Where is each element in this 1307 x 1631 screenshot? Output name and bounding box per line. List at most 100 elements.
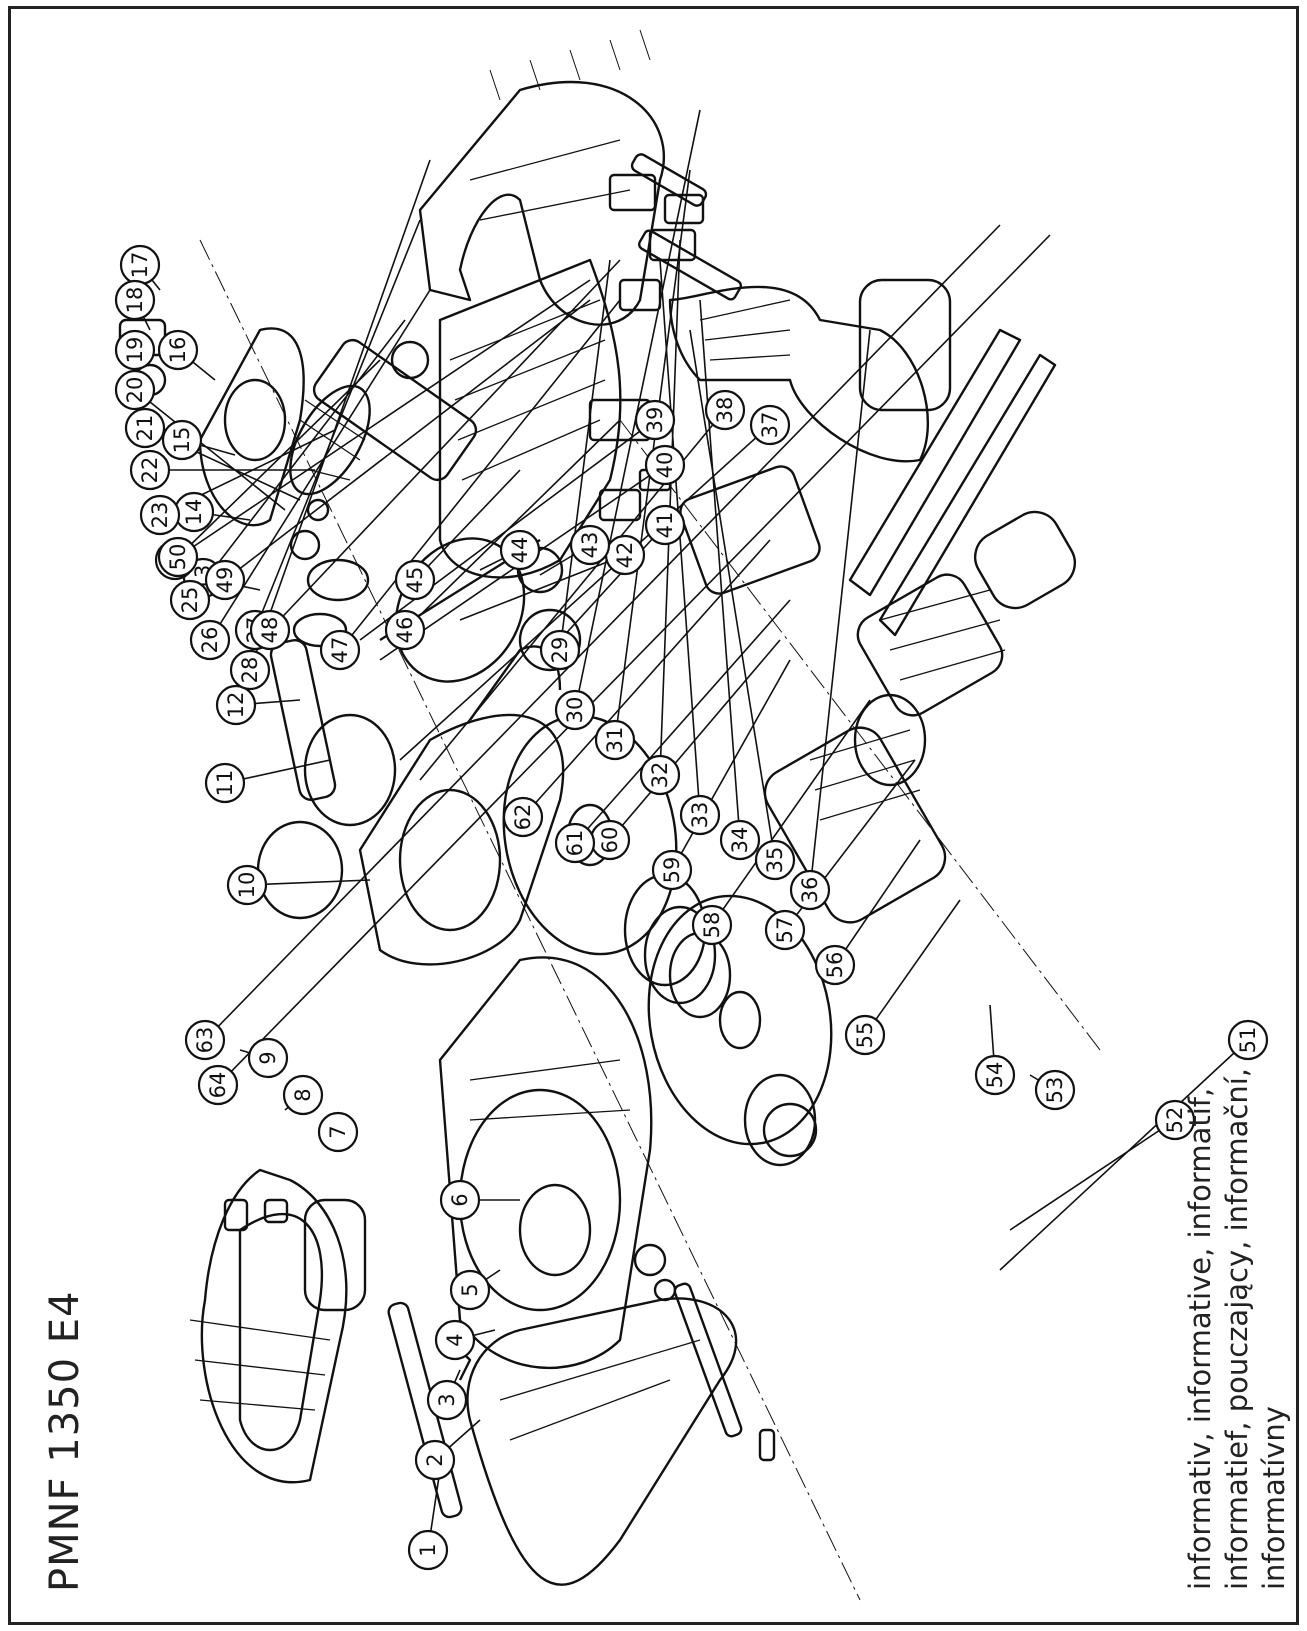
callout-56: 56 xyxy=(814,944,856,986)
callout-9: 9 xyxy=(247,1037,289,1079)
callout-32: 32 xyxy=(639,754,681,796)
callout-number: 9 xyxy=(256,1051,280,1064)
callout-number: 36 xyxy=(798,877,822,904)
note-line: informatívny xyxy=(1257,1406,1291,1590)
callout-58: 58 xyxy=(691,904,733,946)
informative-note: informativ, informative, informatif, inf… xyxy=(1182,30,1293,1590)
callout-61: 61 xyxy=(554,822,596,864)
callout-number: 34 xyxy=(728,827,752,854)
callout-37: 37 xyxy=(749,404,791,446)
callout-circle xyxy=(539,629,581,671)
callout-31: 31 xyxy=(594,719,636,761)
callout-circle xyxy=(394,559,436,601)
switch-parts xyxy=(608,153,743,301)
leader-line xyxy=(522,539,771,818)
callout-number: 45 xyxy=(403,567,427,594)
leader-line xyxy=(834,839,921,966)
diagram-frame xyxy=(8,6,1299,1625)
callout-16: 16 xyxy=(157,329,199,371)
model-title: PMNF 1350 E4 xyxy=(42,1290,88,1592)
callout-number: 22 xyxy=(138,457,162,484)
callout-circle xyxy=(226,864,268,906)
dust-extraction xyxy=(763,510,1077,924)
callout-11: 11 xyxy=(204,762,246,804)
callout-circle xyxy=(204,762,246,804)
leader-line xyxy=(711,699,871,926)
callout-circle xyxy=(407,1529,449,1571)
callout-circle xyxy=(639,754,681,796)
callout-circle xyxy=(282,1074,324,1116)
callout-1: 1 xyxy=(407,1529,449,1571)
callout-number: 29 xyxy=(548,637,572,664)
callout-30: 30 xyxy=(554,689,596,731)
callout-number: 10 xyxy=(235,872,259,899)
callout-number: 43 xyxy=(578,532,602,559)
leader-line xyxy=(459,554,626,621)
callout-circle xyxy=(974,1054,1016,1096)
blade-guard xyxy=(438,956,653,1370)
callout-number: 20 xyxy=(123,377,147,404)
callout-circle xyxy=(184,1019,226,1061)
leader-line xyxy=(134,389,286,511)
callout-number: 44 xyxy=(508,537,532,564)
callout-circle xyxy=(749,404,791,446)
leader-line xyxy=(414,469,521,581)
callout-5: 5 xyxy=(449,1269,491,1311)
callout-number: 63 xyxy=(193,1027,217,1054)
callout-number: 16 xyxy=(166,337,190,364)
callout-29: 29 xyxy=(539,629,581,671)
callout-14: 14 xyxy=(173,491,215,533)
callout-number: 5 xyxy=(458,1283,482,1296)
callout-44: 44 xyxy=(499,529,541,571)
callout-number: 32 xyxy=(648,762,672,789)
callout-35: 35 xyxy=(754,839,796,881)
callout-number: 46 xyxy=(393,617,417,644)
callout-number: 54 xyxy=(983,1062,1007,1089)
callout-circle xyxy=(426,1379,468,1421)
callout-10: 10 xyxy=(226,864,268,906)
callout-circle xyxy=(644,444,686,486)
callout-21: 21 xyxy=(124,407,166,449)
callout-2: 2 xyxy=(414,1439,456,1481)
callout-circle xyxy=(704,389,746,431)
callout-59: 59 xyxy=(651,849,693,891)
callout-circle xyxy=(651,849,693,891)
callout-number: 30 xyxy=(563,697,587,724)
callout-circle xyxy=(634,399,676,441)
callout-circle xyxy=(157,329,199,371)
callout-circle xyxy=(499,529,541,571)
callout-55: 55 xyxy=(844,1014,886,1056)
leader-line xyxy=(204,224,1001,1041)
callout-28: 28 xyxy=(229,649,271,691)
leader-line xyxy=(217,234,1051,1086)
callout-number: 61 xyxy=(563,830,587,857)
callout-number: 53 xyxy=(1043,1077,1067,1104)
callout-number: 39 xyxy=(643,407,667,434)
motor-housing xyxy=(438,258,622,579)
callout-39: 39 xyxy=(634,399,676,441)
leader-line xyxy=(559,524,666,641)
leader-line xyxy=(574,109,701,711)
callout-number: 60 xyxy=(598,827,622,854)
callout-circle xyxy=(319,629,361,671)
callout-38: 38 xyxy=(704,389,746,431)
callout-25: 25 xyxy=(169,579,211,621)
leader-line xyxy=(864,899,961,1036)
callout-17: 17 xyxy=(119,244,161,286)
callout-number: 18 xyxy=(123,287,147,314)
callout-46: 46 xyxy=(384,609,426,651)
callout-number: 56 xyxy=(823,952,847,979)
callout-36: 36 xyxy=(789,869,831,911)
callout-number: 42 xyxy=(613,542,637,569)
callout-circle xyxy=(754,839,796,881)
callout-12: 12 xyxy=(215,684,257,726)
handle-housing xyxy=(418,29,666,326)
callout-number: 26 xyxy=(198,627,222,654)
callout-circle xyxy=(161,419,203,461)
callout-number: 48 xyxy=(258,617,282,644)
callout-circle xyxy=(247,1037,289,1079)
callout-63: 63 xyxy=(184,1019,226,1061)
callout-23: 23 xyxy=(139,494,181,536)
callout-circle xyxy=(764,909,806,951)
